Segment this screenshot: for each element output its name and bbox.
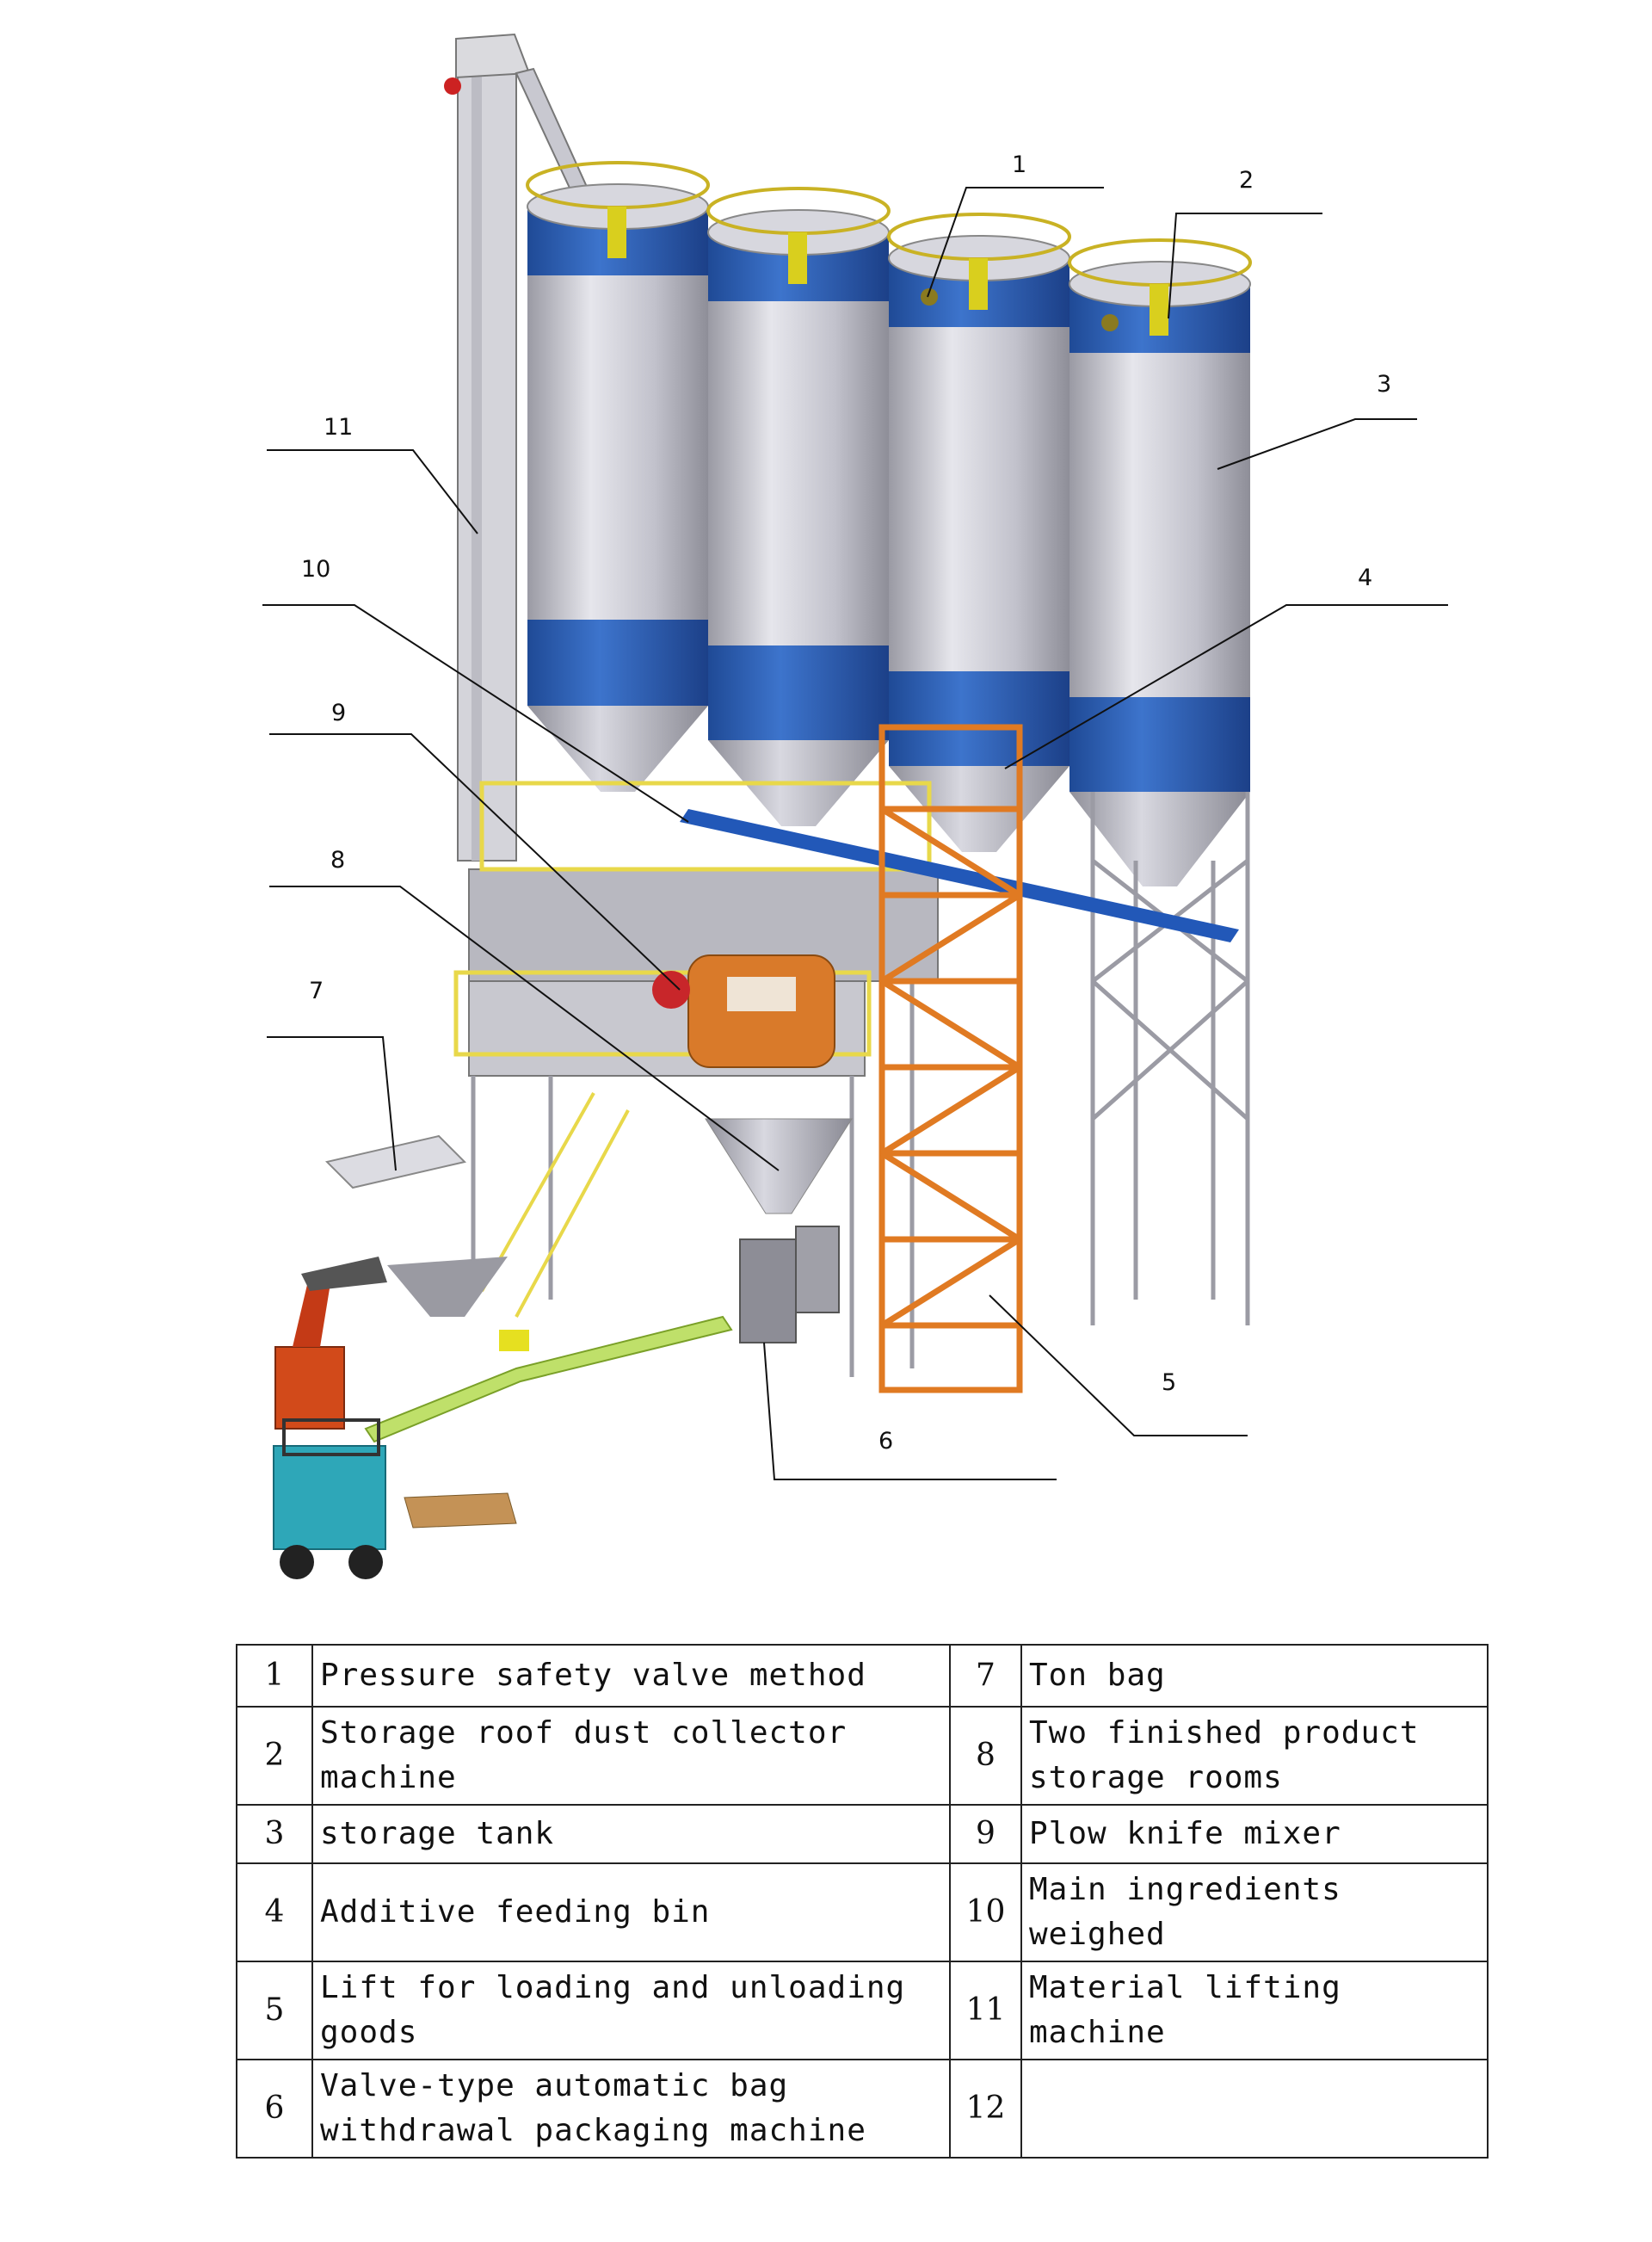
callout-number-9: 9 <box>331 700 346 726</box>
conveyor-belt <box>364 1315 733 1443</box>
legend-label: Main ingredients weighed <box>1020 1862 1489 1962</box>
legend-label: Ton bag <box>1020 1644 1489 1708</box>
callout-numbers: 1 2 3 4 5 6 7 8 9 10 11 <box>301 151 1391 1455</box>
callout-number-8: 8 <box>330 847 345 874</box>
legend-row: 3 storage tank 9 Plow knife mixer <box>236 1804 1489 1864</box>
callout-line-7 <box>267 1036 397 1171</box>
legend-row: 5 Lift for loading and unloading goods 1… <box>236 1961 1489 2060</box>
legend-label: Valve-type automatic bag withdrawal pack… <box>311 2059 951 2159</box>
legend-label: Lift for loading and unloading goods <box>311 1961 951 2060</box>
legend-number: 1 <box>236 1644 313 1708</box>
legend-number: 10 <box>949 1862 1022 1962</box>
plow-knife-mixer <box>652 954 835 1068</box>
legend-label: Additive feeding bin <box>311 1862 951 1962</box>
legend-number: 9 <box>949 1804 1022 1864</box>
legend-row: 2 Storage roof dust collector machine 8 … <box>236 1706 1489 1806</box>
silo-1 <box>526 161 710 792</box>
legend-number: 4 <box>236 1862 313 1962</box>
callout-line-6 <box>763 1342 1057 1480</box>
legend-number: 2 <box>236 1706 313 1806</box>
legend-number: 11 <box>949 1961 1022 2060</box>
callout-number-7: 7 <box>309 978 324 1004</box>
legend-label: Plow knife mixer <box>1020 1804 1489 1864</box>
callout-number-4: 4 <box>1358 565 1372 591</box>
callout-line-8 <box>269 886 780 1171</box>
robotic-palletizer <box>274 1257 387 1430</box>
callout-line-3 <box>1217 418 1417 470</box>
callout-number-10: 10 <box>301 556 330 583</box>
legend-row: 6 Valve-type automatic bag withdrawal pa… <box>236 2059 1489 2159</box>
callout-number-5: 5 <box>1162 1369 1176 1396</box>
legend-number: 5 <box>236 1961 313 2060</box>
legend-number: 3 <box>236 1804 313 1864</box>
callout-line-5 <box>989 1294 1248 1436</box>
callout-number-6: 6 <box>878 1428 893 1455</box>
callout-line-2 <box>1168 213 1322 319</box>
legend-label: Material lifting machine <box>1020 1961 1489 2060</box>
silo-4 <box>1068 238 1252 886</box>
legend-row: 1 Pressure safety valve method 7 Ton bag <box>236 1644 1489 1708</box>
goods-lift-tower <box>878 724 1023 1393</box>
legend-label: storage tank <box>311 1804 951 1864</box>
mixing-tower <box>453 781 939 1377</box>
legend-label: Pressure safety valve method <box>311 1644 951 1708</box>
silo-2 <box>706 187 891 826</box>
legend-number: 7 <box>949 1644 1022 1708</box>
legend-label: Two finished product storage rooms <box>1020 1706 1489 1806</box>
callout-line-9 <box>269 733 681 991</box>
legend-label <box>1020 2059 1489 2159</box>
legend-number: 6 <box>236 2059 313 2159</box>
legend-number: 12 <box>949 2059 1022 2159</box>
legend-row: 4 Additive feeding bin 10 Main ingredien… <box>236 1862 1489 1962</box>
callout-leaders <box>262 187 1448 1480</box>
callout-line-4 <box>1004 604 1448 769</box>
legend-number: 8 <box>949 1706 1022 1806</box>
ton-bag-station <box>325 1134 508 1317</box>
screw-conveyor <box>680 809 1239 942</box>
callout-number-1: 1 <box>1012 151 1026 178</box>
legend-table: 1 Pressure safety valve method 7 Ton bag… <box>236 1644 1489 2159</box>
packaging-machines <box>739 1226 840 1343</box>
legend-label: Storage roof dust collector machine <box>311 1706 951 1806</box>
silo-3 <box>887 213 1071 852</box>
forklift <box>273 1418 517 1579</box>
callout-line-11 <box>267 449 478 534</box>
callout-number-2: 2 <box>1239 167 1254 194</box>
callout-number-3: 3 <box>1377 371 1391 398</box>
dry-mortar-plant-diagram: 1 2 3 4 5 6 7 8 9 10 11 <box>262 33 1448 1579</box>
callout-line-1 <box>927 187 1104 298</box>
callout-number-11: 11 <box>324 414 353 441</box>
stairway <box>480 1092 630 1318</box>
callout-line-10 <box>262 604 689 823</box>
